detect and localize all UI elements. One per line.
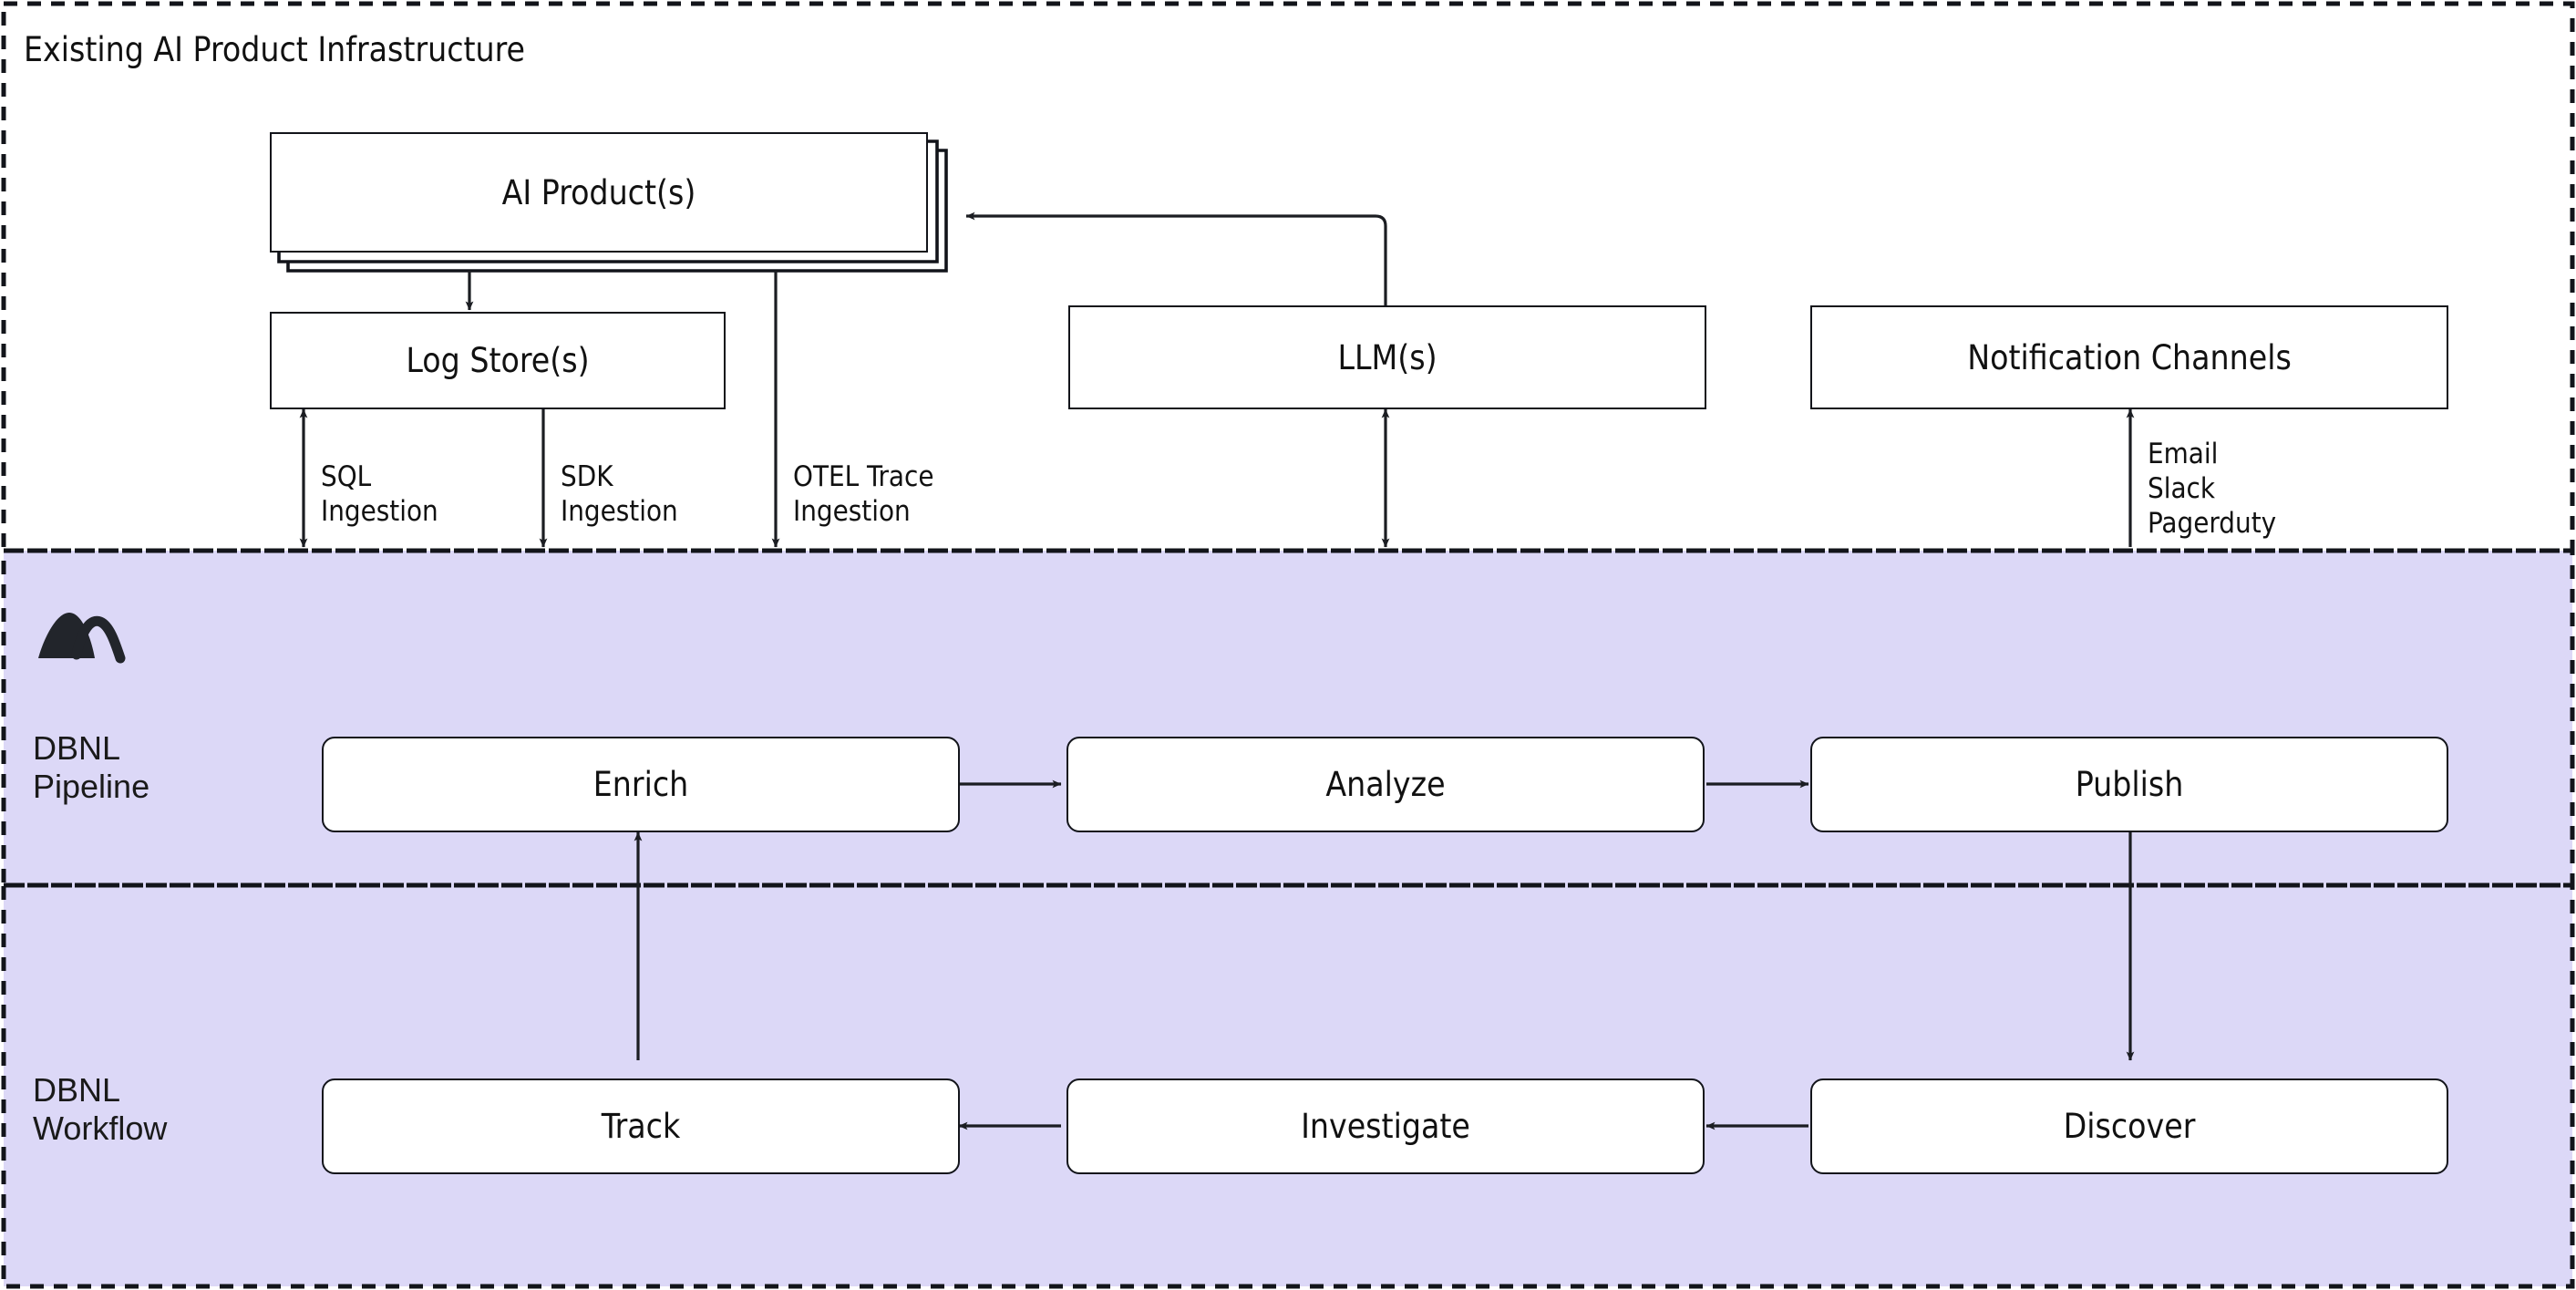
edge-label-sdk-ingestion: SDK Ingestion — [561, 460, 678, 528]
node-notification-channels[interactable]: Notification Channels — [1810, 305, 2448, 409]
node-ai-product[interactable]: AI Product(s) — [270, 132, 928, 253]
node-investigate[interactable]: Investigate — [1066, 1078, 1705, 1174]
zone-infra-border — [1, 1, 2575, 553]
zone-title-infra: Existing AI Product Infrastructure — [24, 30, 526, 69]
edge-label-otel-ingestion: OTEL Trace Ingestion — [793, 460, 934, 528]
edge-label-notification-methods: Email Slack Pagerduty — [2148, 438, 2277, 540]
zone-pipeline-border — [1, 548, 2575, 888]
node-enrich[interactable]: Enrich — [322, 737, 960, 832]
zone-pipeline-background — [4, 551, 2572, 885]
zone-infra-background — [4, 4, 2572, 551]
node-log-store[interactable]: Log Store(s) — [270, 312, 726, 409]
zone-workflow-border — [1, 882, 2575, 1289]
edge-label-sql-ingestion: SQL Ingestion — [321, 460, 438, 528]
node-discover[interactable]: Discover — [1810, 1078, 2448, 1174]
node-analyze[interactable]: Analyze — [1066, 737, 1705, 832]
edge-llm-to-ai-product — [965, 212, 1387, 305]
zone-label-dbnl-pipeline: DBNL Pipeline — [33, 729, 150, 806]
zone-label-dbnl-workflow: DBNL Workflow — [33, 1071, 168, 1148]
node-llm[interactable]: LLM(s) — [1068, 305, 1706, 409]
node-publish[interactable]: Publish — [1810, 737, 2448, 832]
dbnl-mountain-logo-glyph — [38, 613, 126, 664]
node-track[interactable]: Track — [322, 1078, 960, 1174]
